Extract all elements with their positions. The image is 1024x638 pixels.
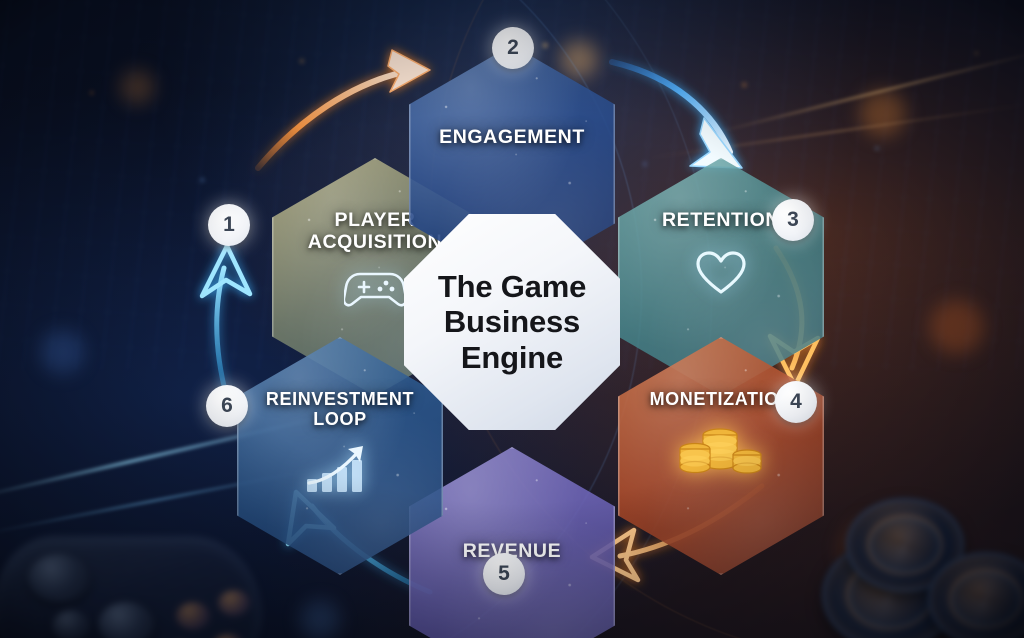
stage-label-reinvestment-loop: REINVESTMENT LOOP: [265, 389, 415, 430]
step-badge-2: 2: [492, 27, 534, 69]
stage-label-engagement: ENGAGEMENT: [439, 126, 585, 148]
step-badge-6: 6: [206, 385, 248, 427]
growth-chart-icon: [303, 443, 377, 500]
step-badge-3: 3: [772, 199, 814, 241]
step-badge-5: 5: [483, 553, 525, 595]
coins-icon: [678, 423, 764, 484]
center-title: The Game Business Engine: [437, 269, 587, 375]
stage-hex-monetization[interactable]: MONETIZATION: [618, 337, 824, 575]
step-badge-4: 4: [775, 381, 817, 423]
heart-icon: [695, 250, 747, 301]
gamepad-icon: [342, 266, 408, 313]
step-badge-1: 1: [208, 204, 250, 246]
